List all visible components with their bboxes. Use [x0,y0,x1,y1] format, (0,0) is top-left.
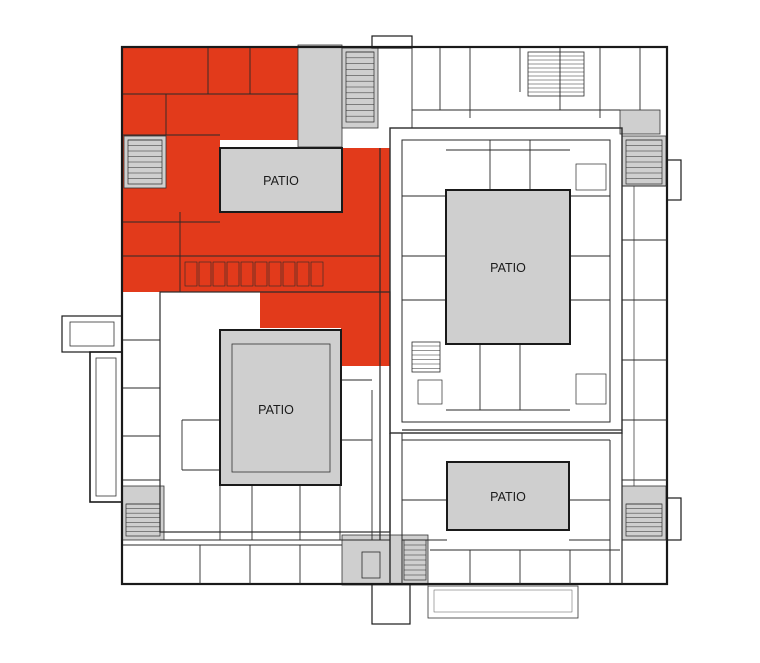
restroom-stall [184,261,198,287]
west-entrance [61,315,123,353]
core-right-top [619,109,661,135]
stair-north [527,51,585,97]
patio-3 [219,329,342,486]
patio-4-label: PATIO [490,490,526,504]
restroom-stall [212,261,226,287]
patio-2-label: PATIO [490,261,526,275]
north-stair-annex [371,35,413,49]
patio-4-group: PATIO [446,461,570,531]
highlighted-area [123,48,390,366]
restroom-east-center [417,379,443,405]
patio-1-label: PATIO [263,174,299,188]
south-ramp-inner [433,589,573,613]
outer-walls [61,35,682,625]
restroom-stall [198,261,212,287]
restroom-stall [240,261,254,287]
highlighted-zone [123,48,390,366]
patio-3-label: PATIO [258,403,294,417]
corridor-ring-east [389,127,623,434]
restroom-stall [226,261,240,287]
restroom-stall [268,261,282,287]
restroom-stall [296,261,310,287]
core-top-stair [341,47,379,129]
core-top-center [297,44,343,148]
west-annex [89,351,123,503]
restroom-east-bottom [575,373,607,405]
restroom-east-top [575,163,607,191]
south-entrance [371,583,411,625]
east-stair-annex-bottom [666,497,682,541]
east-stair-annex-top [666,159,682,201]
patio-2-group: PATIO [445,189,571,345]
stair-right-bottom-box [625,503,663,537]
stair-south-core-box [403,539,427,581]
patio-1-group: PATIO [219,147,343,213]
restroom-stall [282,261,296,287]
patio-3-group: PATIO [219,329,342,486]
patio-1 [219,147,343,213]
west-annex-inner [95,357,117,497]
patio-2 [445,189,571,345]
restroom-stall [254,261,268,287]
west-entrance-inner [69,321,115,347]
elevator-south [361,551,381,579]
stair-north-core-box [345,51,375,123]
stair-left-bottom-box [125,503,161,537]
corridor-ring-east-inner [401,139,611,423]
restroom-stall [310,261,324,287]
patio-3-inner-path [231,343,331,473]
stair-right-top-box [625,139,663,185]
south-ramp [427,585,579,619]
stair-left-top-box [127,139,163,185]
stair-east [411,341,441,373]
interior-walls [123,48,667,584]
patio-4 [446,461,570,531]
